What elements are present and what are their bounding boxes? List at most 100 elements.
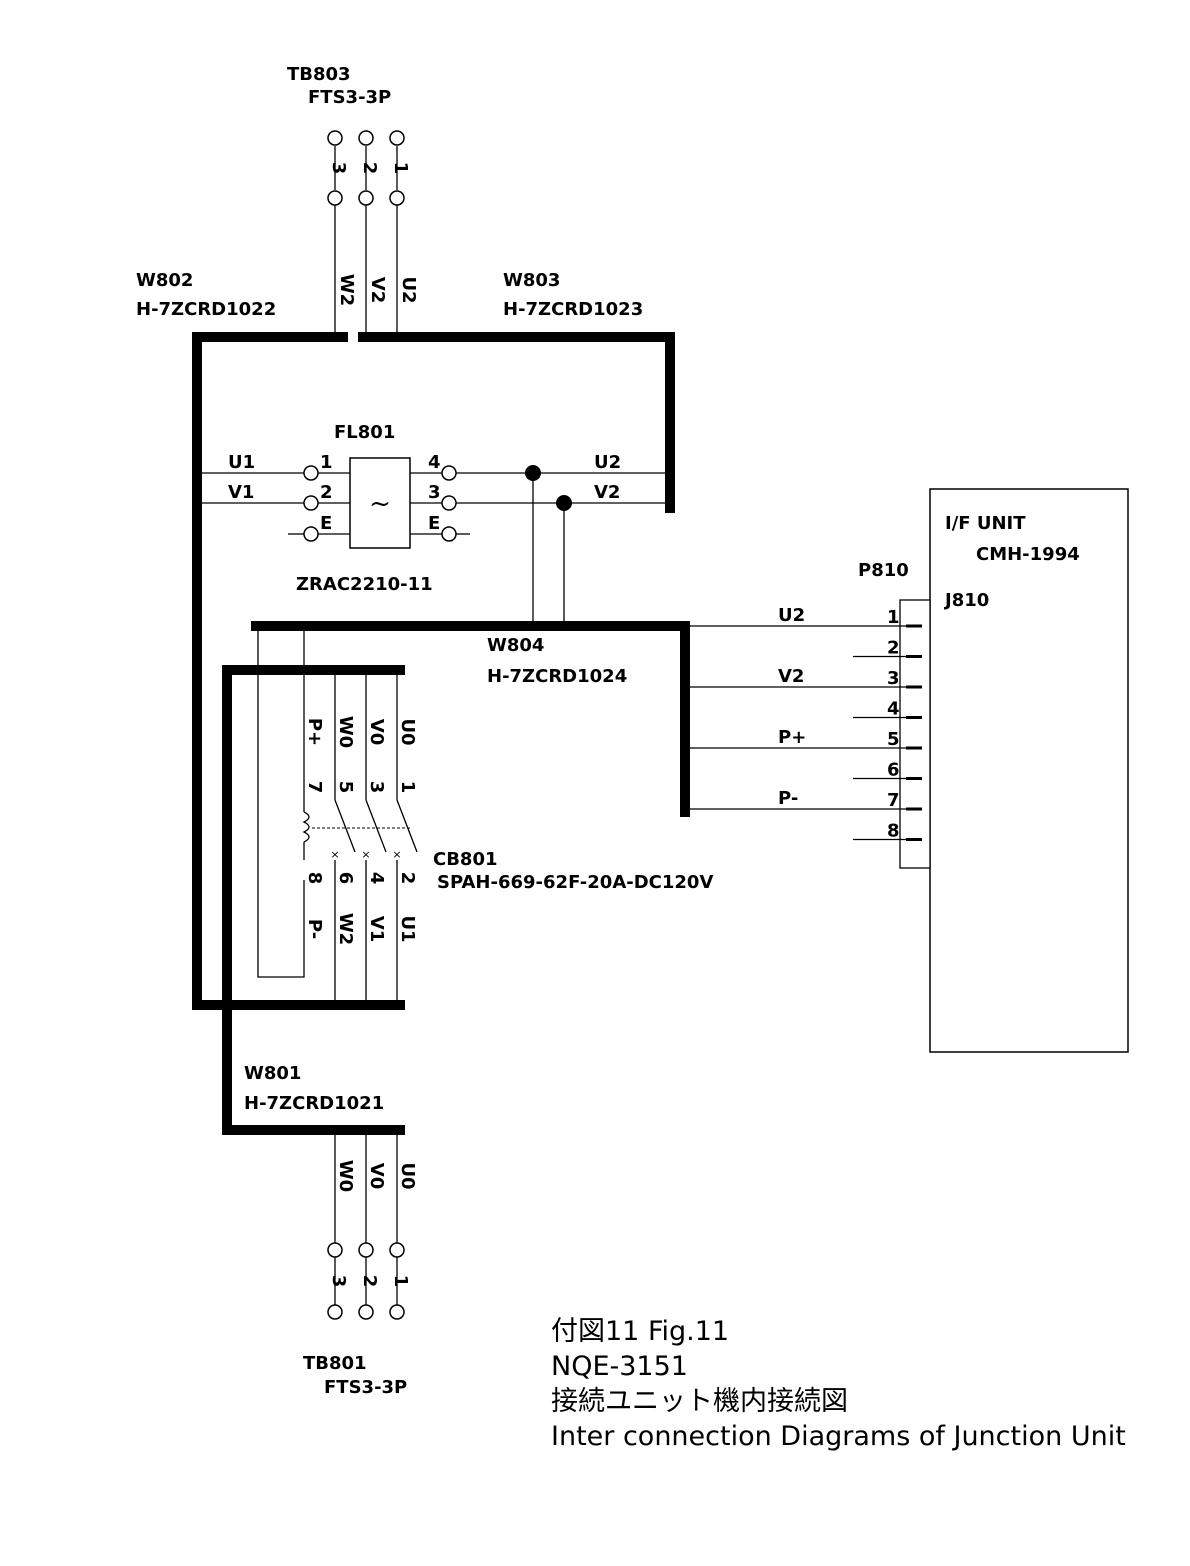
if-unit-box xyxy=(929,488,1129,1053)
svg-text:×: × xyxy=(392,848,401,861)
cb801-pin-3: 3 xyxy=(366,781,387,794)
signal-pplus: P+ xyxy=(778,727,806,748)
tb803-name: TB803 xyxy=(287,64,351,85)
cb801-harness xyxy=(222,665,405,1135)
tb803-wire-u2: U2 xyxy=(398,276,419,303)
cb801-pin-7: 7 xyxy=(304,781,325,794)
connector-p810 xyxy=(899,599,931,869)
fl801-terminal-3 xyxy=(441,495,457,511)
connector-pin-6: 6 xyxy=(887,760,900,781)
cb801-wire-v0: V0 xyxy=(366,719,387,745)
tb803-pin-2: 2 xyxy=(359,162,380,175)
plug-p810: P810 xyxy=(858,560,909,581)
tb801-wire-w0: W0 xyxy=(335,1160,356,1192)
fl801-pin-e-left: E xyxy=(320,513,332,534)
cb801-wire-pplus: P+ xyxy=(304,718,325,746)
signal-pminus: P- xyxy=(778,788,798,809)
w803-part: H-7ZCRD1023 xyxy=(503,299,643,320)
signal-u2: U2 xyxy=(778,605,805,626)
tb803-pin-3: 3 xyxy=(328,162,349,175)
fl801-terminal-e-right xyxy=(441,526,457,542)
if-unit-model: CMH-1994 xyxy=(976,544,1080,565)
connector-pin-3: 3 xyxy=(887,668,900,689)
figure-caption: 付図11 Fig.11 NQE-3151 接続ユニット機内接続図 Inter c… xyxy=(551,1316,1126,1452)
fl801-pin-1: 1 xyxy=(320,452,333,473)
fl801-part: ZRAC2210-11 xyxy=(296,574,433,595)
fl801-out-u2: U2 xyxy=(594,452,621,473)
connector-pin-2: 2 xyxy=(887,638,900,659)
tb803-terminal-3-bottom xyxy=(327,190,343,206)
connector-pin-5: 5 xyxy=(887,729,900,750)
tb803-type: FTS3-3P xyxy=(308,87,391,108)
if-unit-name: I/F UNIT xyxy=(945,513,1026,534)
tb801-wire-v0: V0 xyxy=(366,1163,387,1189)
cb801-pin-6: 6 xyxy=(335,872,356,885)
tb801-wire-u0: U0 xyxy=(397,1162,418,1189)
tb803-terminal-1-bottom xyxy=(389,190,405,206)
cb801-wire-u1: U1 xyxy=(397,915,418,942)
tb801-name: TB801 xyxy=(303,1353,367,1374)
w802-harness xyxy=(192,332,405,1010)
fl801-terminal-1 xyxy=(303,465,319,481)
cb801-name: CB801 xyxy=(433,849,498,870)
w804-part: H-7ZCRD1024 xyxy=(487,666,627,687)
jack-j810: J810 xyxy=(943,590,989,611)
tb803-wire-w2: W2 xyxy=(336,274,357,306)
caption-line-1: 付図11 Fig.11 xyxy=(551,1316,729,1347)
tb803-terminal-2-bottom xyxy=(358,190,374,206)
tb801-terminal-3-top xyxy=(327,1242,343,1258)
cb801-pin-4: 4 xyxy=(366,872,387,885)
tb803-terminal-3-top xyxy=(327,130,343,146)
tb801-terminal-1-bottom xyxy=(389,1304,405,1320)
w804-harness xyxy=(251,621,690,817)
caption-line-2: NQE-3151 xyxy=(551,1351,688,1382)
w801-part: H-7ZCRD1021 xyxy=(244,1093,384,1114)
connector-pin-4: 4 xyxy=(887,699,900,720)
signal-v2: V2 xyxy=(778,666,804,687)
fl801-terminal-4 xyxy=(441,465,457,481)
tb801-terminal-1-top xyxy=(389,1242,405,1258)
w802-part: H-7ZCRD1022 xyxy=(136,299,276,320)
caption-line-4: Inter connection Diagrams of Junction Un… xyxy=(551,1421,1126,1452)
cb801-wire-u0: U0 xyxy=(397,718,418,745)
fl801-pin-e-right: E xyxy=(428,513,440,534)
cb801-wire-pminus: P- xyxy=(304,919,325,939)
tb801-pin-3: 3 xyxy=(328,1275,349,1288)
cb801-contact-1 xyxy=(334,799,356,853)
w803-harness xyxy=(358,332,675,513)
tb803-terminal-2-top xyxy=(358,130,374,146)
fl801-pin-3: 3 xyxy=(428,482,441,503)
cb801-pin-5: 5 xyxy=(335,781,356,794)
fl801-symbol: ~ xyxy=(369,489,391,519)
w803-name: W803 xyxy=(503,270,560,291)
cb801-contact-3 xyxy=(396,799,418,853)
w802-name: W802 xyxy=(136,270,193,291)
fl801: FL801 ~ U1 V1 1 2 E 4 3 E U2 V2 ZRAC2210… xyxy=(200,422,668,622)
cb801-coil xyxy=(302,811,310,843)
tb801-pin-1: 1 xyxy=(390,1275,411,1288)
cb801-pin-2: 2 xyxy=(397,872,418,885)
tb801-type: FTS3-3P xyxy=(324,1377,407,1398)
tb803: TB803 FTS3-3P 3 2 1 W2 V2 U2 xyxy=(287,64,419,333)
connector-pin-7: 7 xyxy=(887,790,900,811)
tb803-wire-v2: V2 xyxy=(367,277,388,303)
connector-pin-1: 1 xyxy=(887,607,900,628)
tb801-terminal-3-bottom xyxy=(327,1304,343,1320)
tb803-terminal-1-top xyxy=(389,130,405,146)
fl801-out-v2: V2 xyxy=(594,482,620,503)
svg-text:×: × xyxy=(361,848,370,861)
tb803-pin-1: 1 xyxy=(390,162,411,175)
fl801-name: FL801 xyxy=(334,422,395,443)
svg-text:×: × xyxy=(330,848,339,861)
fl801-terminal-2 xyxy=(303,495,319,511)
cb801-part: SPAH-669-62F-20A-DC120V xyxy=(437,872,713,893)
tb801-pin-2: 2 xyxy=(359,1275,380,1288)
caption-line-3: 接続ユニット機内接続図 xyxy=(551,1386,848,1417)
fl801-in-v1: V1 xyxy=(228,482,254,503)
cb801-wire-w0: W0 xyxy=(335,716,356,748)
fl801-terminal-e-left xyxy=(303,526,319,542)
w801-name: W801 xyxy=(244,1063,301,1084)
